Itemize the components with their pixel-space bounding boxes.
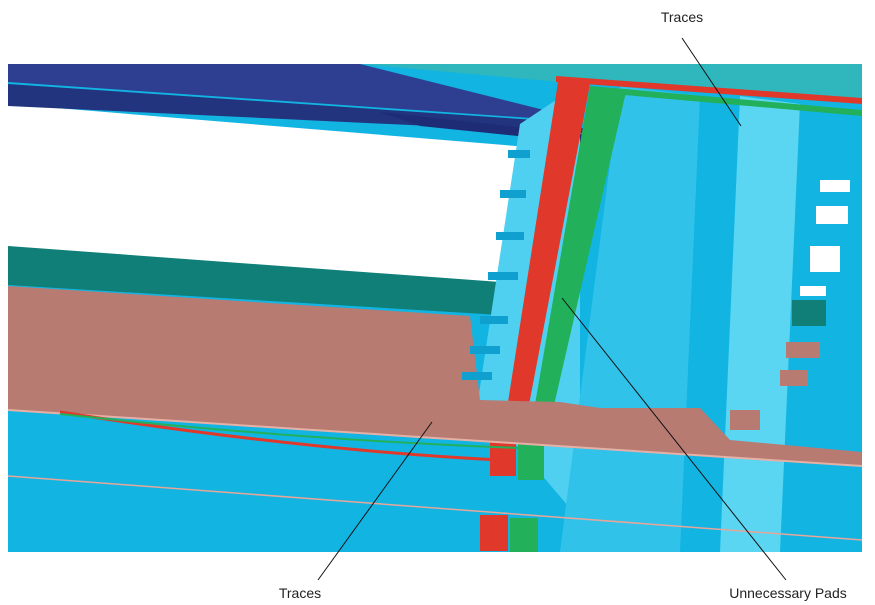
- green-pad-column: [534, 86, 626, 414]
- label-unnecessary-pads: Unnecessary Pads: [729, 585, 847, 601]
- salmon-trace-band: [8, 286, 862, 466]
- lower-green-arc-trace: [59, 413, 521, 449]
- salmon-trace-edge: [7, 409, 863, 467]
- leader-unnecessary-pads: [561, 297, 787, 581]
- right-salmon-patches: [730, 342, 820, 430]
- label-top-traces: Traces: [661, 9, 703, 25]
- navy-trace-upper: [8, 64, 560, 120]
- lower-thin-trace: [7, 475, 863, 541]
- green-pad-lower: [518, 444, 544, 480]
- red-pad-column: [508, 82, 590, 410]
- right-teal-block: [792, 300, 826, 326]
- right-side-notches: [800, 180, 850, 296]
- red-pad-bottom: [480, 515, 508, 551]
- white-void-region: [8, 104, 540, 300]
- label-bottom-traces: Traces: [279, 585, 321, 601]
- via-fins-left: [462, 150, 530, 380]
- render-panel: [7, 64, 863, 552]
- red-rail-top: [556, 76, 862, 104]
- annotation-leaders: [317, 37, 787, 581]
- red-pad-lower: [490, 440, 516, 476]
- leader-top-traces: [681, 37, 742, 127]
- green-rail-top: [590, 86, 862, 116]
- lower-red-arc-trace: [59, 410, 501, 462]
- teal-layer-slab: [8, 246, 500, 315]
- green-pad-bottom: [510, 518, 538, 552]
- leader-bottom-traces: [317, 421, 433, 581]
- via-column-far-band: [720, 96, 800, 552]
